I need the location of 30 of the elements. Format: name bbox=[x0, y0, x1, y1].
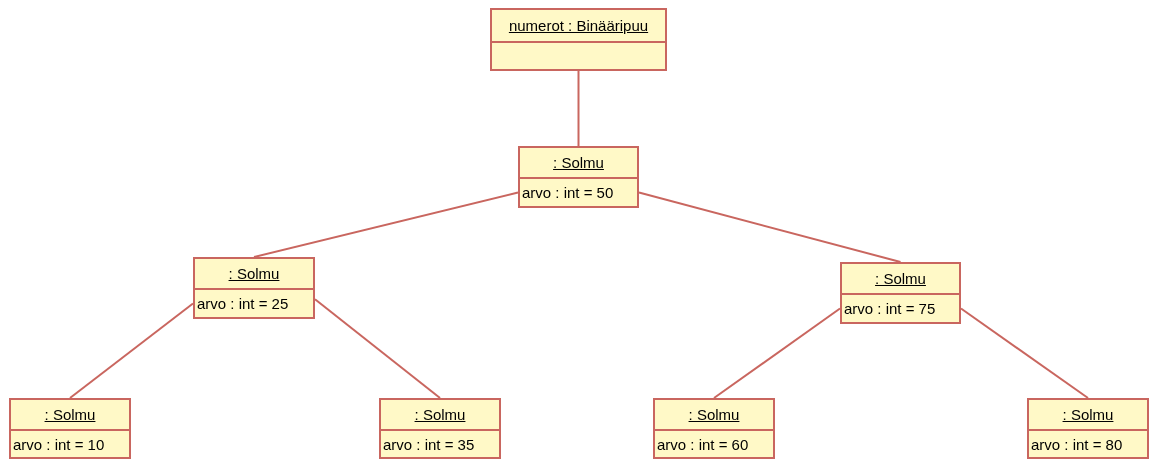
association-line bbox=[314, 298, 441, 399]
attribute-text: arvo : int = 50 bbox=[522, 184, 614, 201]
object-name: : Solmu bbox=[1062, 406, 1114, 423]
object-name: : Solmu bbox=[228, 265, 280, 282]
attribute-text: arvo : int = 75 bbox=[844, 300, 936, 317]
object-box bbox=[518, 146, 639, 208]
object-name: : Solmu bbox=[688, 406, 740, 423]
attribute-text: arvo : int = 60 bbox=[657, 435, 749, 453]
object-box bbox=[1027, 398, 1149, 459]
association-line bbox=[69, 302, 194, 399]
object-box bbox=[379, 398, 501, 459]
object-box bbox=[840, 262, 961, 324]
object-box bbox=[9, 398, 131, 459]
object-box bbox=[490, 8, 667, 71]
attribute-text: arvo : int = 25 bbox=[197, 295, 289, 312]
association-line bbox=[638, 191, 902, 263]
attribute-text: arvo : int = 10 bbox=[13, 435, 105, 453]
attribute-text: arvo : int = 80 bbox=[1031, 435, 1123, 453]
association-line bbox=[713, 307, 841, 399]
object-box bbox=[653, 398, 775, 459]
object-name: : Solmu bbox=[553, 154, 604, 171]
association-line bbox=[577, 70, 580, 147]
object-name: : Solmu bbox=[44, 406, 96, 423]
object-box bbox=[193, 257, 315, 319]
object-name: : Solmu bbox=[875, 270, 926, 287]
object-name: numerot : Binääripuu bbox=[508, 17, 649, 34]
association-line bbox=[253, 191, 519, 258]
attribute-text: arvo : int = 35 bbox=[383, 435, 475, 453]
object-name: : Solmu bbox=[414, 406, 466, 423]
association-line bbox=[960, 307, 1089, 399]
